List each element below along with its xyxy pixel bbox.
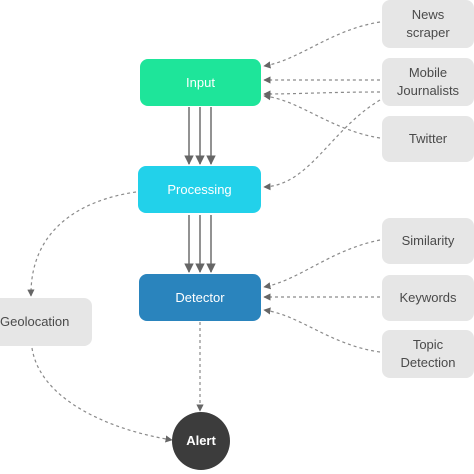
mobile-journalists-to-input-connector-2: [263, 90, 381, 98]
twitter-box: Twitter: [382, 116, 474, 162]
geolocation-box: Geolocation: [0, 298, 92, 346]
detector-label: Detector: [175, 289, 225, 305]
similarity-label: Similarity: [401, 233, 455, 249]
processing-to-detector-arrows: [184, 215, 216, 273]
twitter-label: Twitter: [408, 131, 448, 147]
processing-to-geolocation-connector: [27, 191, 137, 297]
input-to-processing-arrows: [184, 107, 216, 165]
geolocation-to-alert-connector: [31, 347, 173, 443]
alert-label: Alert: [186, 433, 216, 449]
input-node: Input: [140, 59, 261, 106]
mobile-journalists-label: Mobile Journalists: [396, 65, 460, 98]
topic-detection-to-detector-connector: [263, 307, 381, 353]
similarity-box: Similarity: [382, 218, 474, 264]
processing-node: Processing: [138, 166, 261, 213]
mobile-journalists-to-processing-connector: [263, 99, 381, 191]
detector-node: Detector: [139, 274, 261, 321]
similarity-to-detector-connector: [263, 239, 381, 290]
news-scraper-to-input-connector: [263, 21, 381, 69]
keywords-box: Keywords: [382, 275, 474, 321]
topic-detection-box: Topic Detection: [382, 330, 474, 378]
news-scraper-label: News scraper: [406, 7, 450, 40]
keywords-label: Keywords: [399, 290, 457, 306]
topic-detection-label: Topic Detection: [400, 337, 456, 370]
alert-node: Alert: [172, 412, 230, 470]
input-label: Input: [186, 74, 215, 90]
twitter-to-input-connector: [263, 93, 381, 139]
news-scraper-box: News scraper: [382, 0, 474, 48]
mobile-journalists-box: Mobile Journalists: [382, 58, 474, 106]
processing-label: Processing: [167, 181, 232, 197]
geolocation-label: Geolocation: [0, 314, 70, 330]
